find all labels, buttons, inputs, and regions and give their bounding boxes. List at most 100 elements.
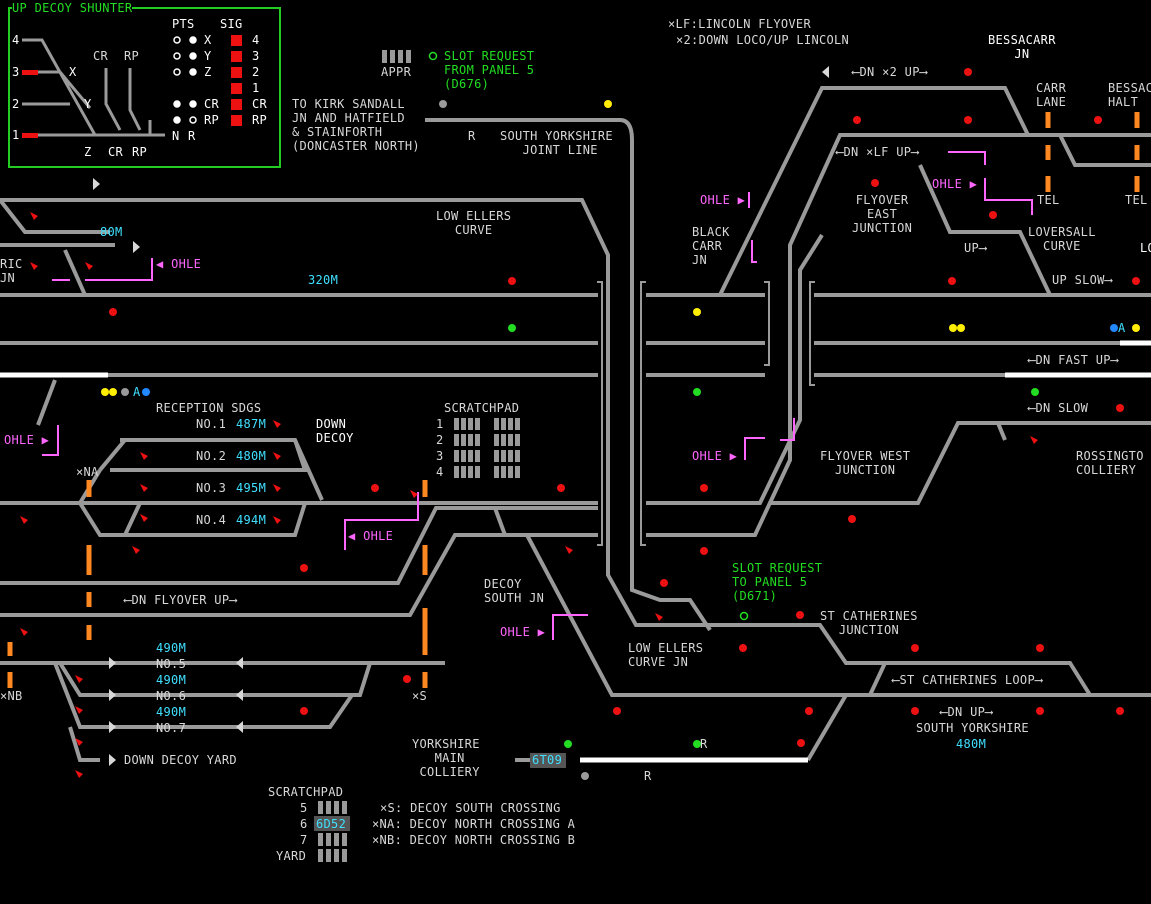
scratchpad-row-6[interactable]: 6 [300, 817, 308, 831]
up-slow-label: UP SLOW⟶ [1052, 273, 1113, 287]
length-494m: 494M [236, 513, 267, 527]
shunter-row-3[interactable]: 3 [12, 65, 20, 79]
shunter-route-rp: RP [132, 145, 148, 159]
loversall-curve-label: LOVERSALL CURVE [1028, 225, 1096, 253]
shunter-title: UP DECOY SHUNTER [12, 1, 133, 15]
shunter-sig-1[interactable]: 1 [252, 81, 260, 95]
ohle-button-7[interactable]: OHLE ▶ [932, 177, 978, 191]
shunter-pts-rp[interactable]: RP [204, 113, 220, 127]
siding-no1-label: NO.1 [196, 417, 227, 431]
shunter-row-1[interactable]: 1 [12, 128, 20, 142]
down-decoy-yard-label: DOWN DECOY YARD [124, 753, 237, 767]
bessacarr-halt-label: BESSAC HALT [1108, 81, 1151, 109]
ohle-button-4[interactable]: OHLE ▶ [500, 625, 546, 639]
ohle-button-3[interactable]: ◀ OHLE [348, 529, 394, 543]
ohle-button-5[interactable]: OHLE ▶ [692, 449, 738, 463]
scratchpad-grids [314, 418, 566, 862]
ric-jn-label: RIC JN [0, 257, 23, 285]
black-carr-label: BLACK CARR JN [692, 225, 730, 267]
siding-no4-label: NO.4 [196, 513, 227, 527]
length-490m-b: 490M [156, 673, 187, 687]
up-direction-label: UP⟶ [964, 241, 987, 255]
signals-proceed[interactable] [101, 100, 1140, 780]
siding-no3-label: NO.3 [196, 481, 227, 495]
scratchpad-row-4[interactable]: 4 [436, 465, 444, 479]
shunter-sig-4[interactable]: 4 [252, 33, 260, 47]
slot-indicators [428, 51, 749, 621]
dn-lf-up-label: ⟵DN ×LF UP⟶ [836, 145, 919, 159]
length-490m-c: 490M [156, 705, 187, 719]
r-marker-label: R [468, 129, 476, 143]
length-487m: 487M [236, 417, 267, 431]
shunter-pts-cr[interactable]: CR [204, 97, 220, 111]
up-decoy-shunter-panel [8, 7, 281, 168]
length-495m: 495M [236, 481, 267, 495]
south-yorkshire-label: SOUTH YORKSHIRE [916, 721, 1029, 735]
r-marker-2: R [700, 737, 708, 751]
signals-red[interactable] [109, 68, 1140, 747]
down-decoy-label: DOWN DECOY [316, 417, 354, 445]
flyover-west-label: FLYOVER WEST JUNCTION [820, 449, 911, 477]
dn-up-label: ⟵DN UP⟶ [940, 705, 993, 719]
siding-no6-label: NO.6 [156, 689, 187, 703]
scratchpad-row-5[interactable]: 5 [300, 801, 308, 815]
shunter-pts-z[interactable]: Z [204, 65, 212, 79]
tel-label-2: TEL [1125, 193, 1148, 207]
shunter-route-x: X [69, 65, 77, 79]
yorkshire-main-colliery-label: YORKSHIRE MAIN COLLIERY [412, 737, 480, 779]
low-ellers-curve-label: LOW ELLERS CURVE [436, 209, 512, 237]
decoy-south-jn-label: DECOY SOUTH JN [484, 577, 545, 605]
siding-no5-label: NO.5 [156, 657, 187, 671]
to-kirk-sandall-label: TO KIRK SANDALL JN AND HATFIELD & STAINF… [292, 97, 420, 153]
shunter-sig-3[interactable]: 3 [252, 49, 260, 63]
lo-label: LO [1140, 241, 1151, 255]
shunter-route-cr: CR [108, 145, 124, 159]
shunter-route-rp-top: RP [124, 49, 140, 63]
occupied-sections [0, 340, 1151, 763]
scratchpad-row-yard[interactable]: YARD [276, 849, 307, 863]
scratchpad-row-3[interactable]: 3 [436, 449, 444, 463]
crossing-nb-label: ×NB [0, 689, 23, 703]
shunt-signals[interactable] [20, 212, 1038, 778]
scratchpad-row-7[interactable]: 7 [300, 833, 308, 847]
shunter-sig-2[interactable]: 2 [252, 65, 260, 79]
scratchpad-row-1[interactable]: 1 [436, 417, 444, 431]
berth-6d52[interactable]: 6D52 [316, 817, 347, 831]
shunter-route-r: R [188, 129, 196, 143]
ohle-limits [42, 151, 1033, 640]
shunter-pts-x[interactable]: X [204, 33, 212, 47]
ohle-button-6[interactable]: OHLE ▶ [700, 193, 746, 207]
direction-arrows [93, 66, 829, 766]
dn-x2-up-label: ⟵DN ×2 UP⟶ [852, 65, 928, 79]
shunter-point-lamps [173, 36, 197, 124]
reception-sdgs-label: RECEPTION SDGS [156, 401, 262, 415]
length-480m: 480M [236, 449, 267, 463]
shunter-row-4[interactable]: 4 [12, 33, 20, 47]
scratchpad-row-2[interactable]: 2 [436, 433, 444, 447]
scratchpad-top-label: SCRATCHPAD [444, 401, 520, 415]
key-decoy-north-crossing-b: ×NB: DECOY NORTH CROSSING B [372, 833, 576, 847]
dn-fast-up-label: ⟵DN FAST UP⟶ [1028, 353, 1119, 367]
flyover-east-label: FLYOVER EAST JUNCTION [852, 193, 913, 235]
south-yorkshire-joint-label: SOUTH YORKSHIRE JOINT LINE [500, 129, 613, 157]
shunter-sig-rp[interactable]: RP [252, 113, 268, 127]
shunter-sig-cr[interactable]: CR [252, 97, 268, 111]
slot-request-from-panel-5[interactable]: SLOT REQUEST FROM PANEL 5 (D676) [444, 49, 535, 91]
length-80m: 80M [100, 225, 123, 239]
dn-slow-label: ⟵DN SLOW [1028, 401, 1089, 415]
carr-lane-label: CARR LANE [1036, 81, 1067, 109]
tel-label-1: TEL [1037, 193, 1060, 207]
low-ellers-curve-jn-label: LOW ELLERS CURVE JN [628, 641, 704, 669]
down-loco-key: ×2:DOWN LOCO/UP LINCOLN [676, 33, 850, 47]
shunter-pts-y[interactable]: Y [204, 49, 212, 63]
shunter-route-n: N [172, 129, 180, 143]
ohle-button-2[interactable]: OHLE ▶ [4, 433, 50, 447]
shunter-row-2[interactable]: 2 [12, 97, 20, 111]
key-decoy-south-crossing: ×S: DECOY SOUTH CROSSING [380, 801, 561, 815]
shunter-indicators [22, 35, 242, 138]
track-layout [0, 38, 1151, 762]
slot-request-to-panel-5[interactable]: SLOT REQUEST TO PANEL 5 (D671) [732, 561, 823, 603]
ohle-button-1[interactable]: ◀ OHLE [156, 257, 202, 271]
berth-6t09[interactable]: 6T09 [532, 753, 563, 767]
